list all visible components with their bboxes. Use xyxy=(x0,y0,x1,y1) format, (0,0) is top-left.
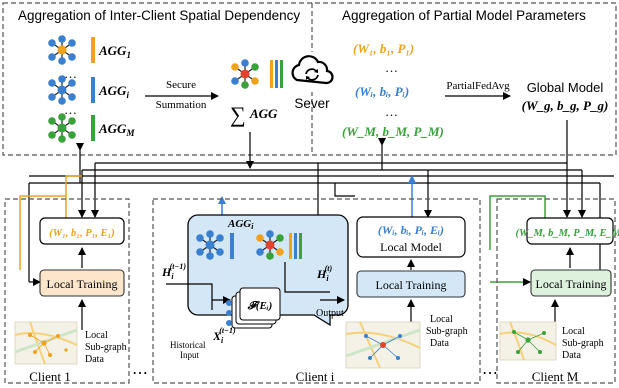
param-dots-1: … xyxy=(385,60,398,75)
param-dots-2: … xyxy=(385,104,398,119)
client-1-params: (W₁, b₁, P₁, E₁) xyxy=(49,228,114,239)
client-m-map-icon xyxy=(499,321,557,361)
agg-bar-m xyxy=(91,115,95,141)
client-i-sum-bar-orange xyxy=(289,233,292,259)
sum-bar-orange xyxy=(270,60,273,88)
client-i-name: Client i xyxy=(296,369,335,384)
client-m-name: Client M xyxy=(532,369,579,384)
agg-graph-i-icon xyxy=(48,75,76,105)
agg-bar-i xyxy=(91,77,95,103)
ellipsis-left: ⋯ xyxy=(132,365,148,382)
client-i-agg-graph-icon xyxy=(196,230,224,260)
agg-label-i: AGGi xyxy=(98,83,129,100)
client-i-f-module-icon xyxy=(226,287,281,329)
agg-bar-1 xyxy=(91,37,95,63)
client-i-map-icon xyxy=(345,321,421,369)
client-i-historical-label: Historical Input xyxy=(170,340,208,360)
client-i-f-label: 𝓕(Eᵢ) xyxy=(247,300,273,312)
client-1-training-box xyxy=(39,269,125,297)
client-m-training: Local Training xyxy=(536,277,607,291)
agg-graph-m-icon xyxy=(48,113,76,143)
client-m-training-box xyxy=(530,269,612,297)
param-client-m: (W_M, b_M, P_M) xyxy=(342,124,444,139)
client-i-training-box xyxy=(356,270,466,298)
server-label: Sever xyxy=(294,96,330,111)
sum-graph-icon xyxy=(231,59,259,89)
client-i-model-label: Local Model xyxy=(380,240,442,254)
client-m-frame xyxy=(496,198,616,384)
client-i-sum-graph-icon xyxy=(256,230,284,260)
sum-symbol: ∑ xyxy=(230,102,246,127)
partial-params-title: Aggregation of Partial Model Parameters xyxy=(342,8,586,23)
client-1-training: Local Training xyxy=(47,277,118,291)
client-i-h-output: Hi(t) xyxy=(316,264,332,283)
client-m-params: (W_M, b_M, P_M, E_M) xyxy=(515,228,619,239)
param-client-1: (W₁, b₁, P₁) xyxy=(353,41,414,56)
client-1-frame xyxy=(4,198,130,384)
client-i-agg-label: AGGi xyxy=(227,218,254,231)
client-m-data-label: Local Sub-graph Data xyxy=(562,326,606,361)
client-m-params-box xyxy=(526,217,614,245)
client-i-agg-bar xyxy=(230,233,234,259)
partialfedavg-label: PartialFedAvg xyxy=(446,80,510,92)
global-model-title: Global Model xyxy=(527,80,604,95)
client-1-name: Client 1 xyxy=(29,369,71,384)
client-i-data-label: Local Sub-graph Data xyxy=(426,314,470,349)
sum-bar-blue xyxy=(275,60,278,88)
client-i-training: Local Training xyxy=(376,278,447,292)
top-frame xyxy=(2,2,617,156)
client-i-sum-bar-green xyxy=(299,233,302,259)
agg-graph-1-icon xyxy=(48,35,76,65)
sum-bar-green xyxy=(280,60,283,88)
summation-label: Summation xyxy=(156,99,207,111)
client-i-params-box xyxy=(356,216,466,258)
client-1-params-box xyxy=(39,217,125,245)
agg-dots-1: … xyxy=(64,66,77,81)
agg-label-m: AGGM xyxy=(98,121,135,138)
ellipsis-right: ⋯ xyxy=(482,365,498,382)
client-1-data-label: Local Sub-graph Data xyxy=(85,330,129,365)
client-1-map-icon xyxy=(14,321,78,365)
agg-dots-2: … xyxy=(64,102,77,117)
client-i-x-input: Xi(t−1) xyxy=(212,326,236,345)
client-i-h-input: Hi(t−1) xyxy=(161,262,186,281)
client-i-sum-bar-blue xyxy=(294,233,297,259)
client-i-frame xyxy=(152,198,481,384)
inter-client-title: Aggregation of Inter-Client Spatial Depe… xyxy=(18,8,300,23)
global-model-params: (W_g, b_g, P_g) xyxy=(522,98,609,113)
client-i-output-label: Output xyxy=(316,308,344,319)
param-client-i: (Wᵢ, bᵢ, Pᵢ) xyxy=(355,84,409,99)
client-i-params: (Wᵢ, bᵢ, Pᵢ, Eᵢ) xyxy=(378,223,444,237)
secure-label: Secure xyxy=(166,79,196,91)
cloud-sync-icon xyxy=(291,52,334,92)
sum-agg-label: AGG xyxy=(249,106,278,121)
agg-label-1: AGG1 xyxy=(98,43,131,60)
